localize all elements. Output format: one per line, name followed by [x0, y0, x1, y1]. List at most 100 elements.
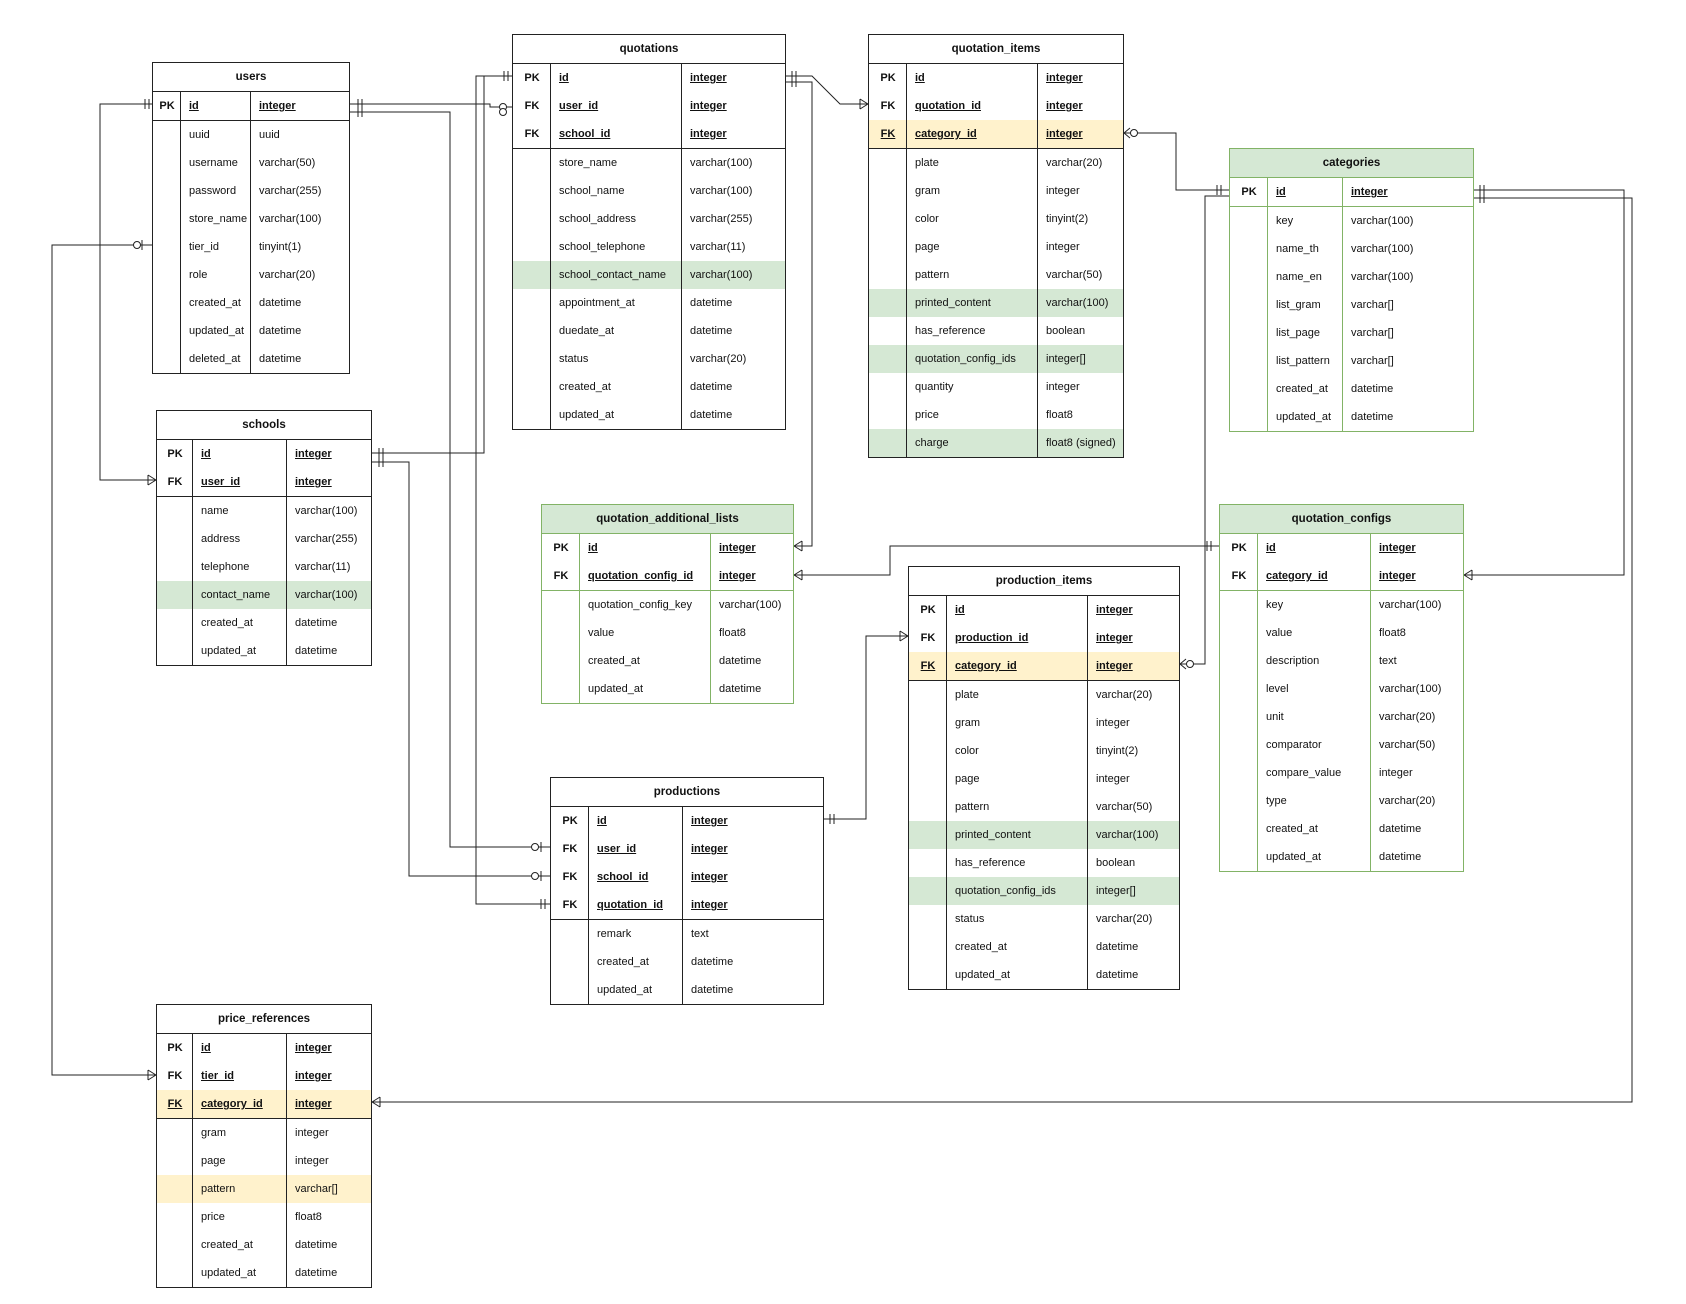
- table-production-items[interactable]: production_itemsPKidintegerFKproduction_…: [908, 566, 1180, 990]
- column-row[interactable]: appointment_atdatetime: [513, 289, 785, 317]
- table-schools[interactable]: schoolsPKidintegerFKuser_idintegernameva…: [156, 410, 372, 666]
- column-row[interactable]: school_addressvarchar(255): [513, 205, 785, 233]
- column-row[interactable]: remarktext: [551, 919, 823, 948]
- key-column-row[interactable]: PKidinteger: [157, 1034, 371, 1062]
- column-row[interactable]: updated_atdatetime: [513, 401, 785, 429]
- column-row[interactable]: valuefloat8: [542, 619, 793, 647]
- key-column-row[interactable]: PKidinteger: [869, 64, 1123, 92]
- column-row[interactable]: deleted_atdatetime: [153, 345, 349, 373]
- column-row[interactable]: graminteger: [909, 709, 1179, 737]
- column-row[interactable]: created_atdatetime: [513, 373, 785, 401]
- key-column-row[interactable]: PKidinteger: [513, 64, 785, 92]
- column-row[interactable]: updated_atdatetime: [542, 675, 793, 703]
- column-row[interactable]: typevarchar(20): [1220, 787, 1463, 815]
- column-row[interactable]: valuefloat8: [1220, 619, 1463, 647]
- column-row[interactable]: levelvarchar(100): [1220, 675, 1463, 703]
- column-row[interactable]: telephonevarchar(11): [157, 553, 371, 581]
- key-column-row[interactable]: FKcategory_idinteger: [157, 1090, 371, 1118]
- key-column-row[interactable]: PKidinteger: [1220, 534, 1463, 562]
- column-row[interactable]: compare_valueinteger: [1220, 759, 1463, 787]
- column-row[interactable]: name_envarchar(100): [1230, 263, 1473, 291]
- column-row[interactable]: school_namevarchar(100): [513, 177, 785, 205]
- key-column-row[interactable]: FKproduction_idinteger: [909, 624, 1179, 652]
- column-row[interactable]: usernamevarchar(50): [153, 149, 349, 177]
- key-column-row[interactable]: PKidinteger: [542, 534, 793, 562]
- column-row[interactable]: created_atdatetime: [1230, 375, 1473, 403]
- column-row[interactable]: list_gramvarchar[]: [1230, 291, 1473, 319]
- column-row[interactable]: updated_atdatetime: [157, 637, 371, 665]
- column-row[interactable]: passwordvarchar(255): [153, 177, 349, 205]
- column-row[interactable]: quantityinteger: [869, 373, 1123, 401]
- key-column-row[interactable]: FKquotation_config_idinteger: [542, 562, 793, 590]
- column-row[interactable]: graminteger: [869, 177, 1123, 205]
- column-row[interactable]: pageinteger: [157, 1147, 371, 1175]
- column-row[interactable]: store_namevarchar(100): [513, 148, 785, 177]
- column-row[interactable]: patternvarchar[]: [157, 1175, 371, 1203]
- column-row[interactable]: uuiduuid: [153, 120, 349, 149]
- column-row[interactable]: patternvarchar(50): [869, 261, 1123, 289]
- column-row[interactable]: updated_atdatetime: [551, 976, 823, 1004]
- table-quotation-configs[interactable]: quotation_configsPKidintegerFKcategory_i…: [1219, 504, 1464, 872]
- column-row[interactable]: quotation_config_idsinteger[]: [869, 345, 1123, 373]
- column-row[interactable]: unitvarchar(20): [1220, 703, 1463, 731]
- column-row[interactable]: created_atdatetime: [157, 1231, 371, 1259]
- column-row[interactable]: keyvarchar(100): [1220, 590, 1463, 619]
- key-column-row[interactable]: PKidinteger: [909, 596, 1179, 624]
- column-row[interactable]: contact_namevarchar(100): [157, 581, 371, 609]
- column-row[interactable]: comparatorvarchar(50): [1220, 731, 1463, 759]
- column-row[interactable]: list_pagevarchar[]: [1230, 319, 1473, 347]
- column-row[interactable]: updated_atdatetime: [1230, 403, 1473, 431]
- column-row[interactable]: updated_atdatetime: [153, 317, 349, 345]
- column-row[interactable]: created_atdatetime: [551, 948, 823, 976]
- column-row[interactable]: printed_contentvarchar(100): [909, 821, 1179, 849]
- column-row[interactable]: statusvarchar(20): [513, 345, 785, 373]
- column-row[interactable]: has_referenceboolean: [869, 317, 1123, 345]
- key-column-row[interactable]: FKcategory_idinteger: [869, 120, 1123, 148]
- column-row[interactable]: list_patternvarchar[]: [1230, 347, 1473, 375]
- column-row[interactable]: created_atdatetime: [157, 609, 371, 637]
- key-column-row[interactable]: FKuser_idinteger: [551, 835, 823, 863]
- column-row[interactable]: pricefloat8: [157, 1203, 371, 1231]
- column-row[interactable]: platevarchar(20): [869, 148, 1123, 177]
- key-column-row[interactable]: FKquotation_idinteger: [551, 891, 823, 919]
- column-row[interactable]: rolevarchar(20): [153, 261, 349, 289]
- column-row[interactable]: chargefloat8 (signed): [869, 429, 1123, 457]
- table-productions[interactable]: productionsPKidintegerFKuser_idintegerFK…: [550, 777, 824, 1005]
- column-row[interactable]: created_atdatetime: [1220, 815, 1463, 843]
- column-row[interactable]: pageinteger: [909, 765, 1179, 793]
- column-row[interactable]: created_atdatetime: [542, 647, 793, 675]
- key-column-row[interactable]: PKidinteger: [153, 92, 349, 120]
- column-row[interactable]: name_thvarchar(100): [1230, 235, 1473, 263]
- key-column-row[interactable]: FKuser_idinteger: [157, 468, 371, 496]
- column-row[interactable]: pageinteger: [869, 233, 1123, 261]
- key-column-row[interactable]: FKtier_idinteger: [157, 1062, 371, 1090]
- key-column-row[interactable]: FKquotation_idinteger: [869, 92, 1123, 120]
- column-row[interactable]: graminteger: [157, 1118, 371, 1147]
- column-row[interactable]: updated_atdatetime: [909, 961, 1179, 989]
- column-row[interactable]: tier_idtinyint(1): [153, 233, 349, 261]
- column-row[interactable]: updated_atdatetime: [1220, 843, 1463, 871]
- column-row[interactable]: school_contact_namevarchar(100): [513, 261, 785, 289]
- column-row[interactable]: addressvarchar(255): [157, 525, 371, 553]
- table-quotations[interactable]: quotationsPKidintegerFKuser_idintegerFKs…: [512, 34, 786, 430]
- key-column-row[interactable]: FKcategory_idinteger: [909, 652, 1179, 680]
- column-row[interactable]: created_atdatetime: [153, 289, 349, 317]
- key-column-row[interactable]: FKcategory_idinteger: [1220, 562, 1463, 590]
- column-row[interactable]: namevarchar(100): [157, 496, 371, 525]
- column-row[interactable]: statusvarchar(20): [909, 905, 1179, 933]
- key-column-row[interactable]: FKuser_idinteger: [513, 92, 785, 120]
- key-column-row[interactable]: PKidinteger: [1230, 178, 1473, 206]
- column-row[interactable]: quotation_config_idsinteger[]: [909, 877, 1179, 905]
- column-row[interactable]: colortinyint(2): [869, 205, 1123, 233]
- column-row[interactable]: has_referenceboolean: [909, 849, 1179, 877]
- column-row[interactable]: school_telephonevarchar(11): [513, 233, 785, 261]
- column-row[interactable]: keyvarchar(100): [1230, 206, 1473, 235]
- column-row[interactable]: descriptiontext: [1220, 647, 1463, 675]
- key-column-row[interactable]: FKschool_idinteger: [551, 863, 823, 891]
- key-column-row[interactable]: FKschool_idinteger: [513, 120, 785, 148]
- key-column-row[interactable]: PKidinteger: [551, 807, 823, 835]
- table-quotation-additional-lists[interactable]: quotation_additional_listsPKidintegerFKq…: [541, 504, 794, 704]
- column-row[interactable]: quotation_config_keyvarchar(100): [542, 590, 793, 619]
- column-row[interactable]: patternvarchar(50): [909, 793, 1179, 821]
- column-row[interactable]: store_namevarchar(100): [153, 205, 349, 233]
